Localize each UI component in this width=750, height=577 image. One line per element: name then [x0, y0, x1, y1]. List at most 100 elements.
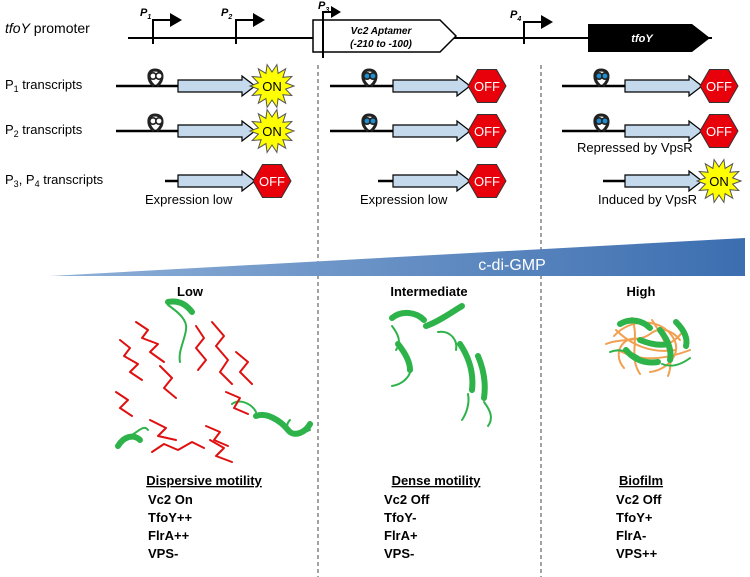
transcript-arrow	[624, 169, 703, 193]
aptamer-loop-icon	[147, 68, 164, 88]
flagellum	[391, 325, 400, 351]
vibrio-cell	[457, 341, 476, 393]
flagellum-fragment	[151, 441, 205, 453]
vibrio-cell	[165, 298, 195, 315]
on-burst-icon	[248, 108, 296, 154]
transcript-p2-intermediate: OFF	[330, 113, 507, 148]
transcript-arrow	[392, 74, 471, 98]
phenotype-line: Vc2 On	[148, 492, 193, 507]
off-sign-icon	[467, 164, 507, 198]
transcript-arrow	[624, 74, 703, 98]
vc2-aptamer-box: Vc2 Aptamer (-210 to -100)	[312, 19, 458, 53]
row-label-p2: P2 transcripts	[5, 122, 83, 139]
transcript-arrow	[392, 169, 471, 193]
on-burst-label: ON	[709, 174, 729, 189]
transcript-p2-low: ON	[116, 108, 296, 154]
aptamer-bound-loop-icon	[593, 68, 610, 88]
phenotype-line: FlrA++	[148, 528, 190, 543]
flagellum	[167, 304, 188, 363]
svg-text:tfoY: tfoY	[631, 33, 654, 45]
phenotype-line: FlrA+	[384, 528, 418, 543]
c-di-gmp-gradient-wedge	[50, 238, 745, 276]
svg-text:Vc2 Aptamer: Vc2 Aptamer	[351, 26, 413, 37]
vibrio-cell	[673, 319, 690, 349]
phenotype-line: Vc2 Off	[384, 492, 430, 507]
phenotype-line: TfoY-	[384, 510, 417, 525]
row-label-p1: P1 transcripts	[5, 77, 83, 94]
off-sign-icon	[467, 114, 507, 148]
aptamer-bound-loop-icon	[593, 113, 610, 133]
flagellum-fragment	[205, 425, 229, 447]
vibrio-cell	[617, 317, 653, 331]
off-sign-label: OFF	[474, 79, 500, 94]
transcript-p1-high: OFF	[562, 68, 739, 103]
flagellum	[609, 349, 641, 359]
phenotype-biofilm: Biofilm Vc2 Off TfoY+ FlrA- VPS++	[616, 473, 663, 561]
promoter-label: tfoY promoter	[5, 20, 90, 36]
off-sign-label: OFF	[474, 174, 500, 189]
svg-text:P3: P3	[318, 0, 329, 14]
svg-text:(-210 to -100): (-210 to -100)	[350, 39, 412, 50]
flagellum-fragment	[149, 419, 177, 441]
vibrio-cell	[395, 341, 413, 373]
transcript-arrow	[177, 74, 256, 98]
transcript-arrow	[392, 119, 471, 143]
flagellum-fragment	[115, 391, 133, 417]
phenotype-line: TfoY++	[148, 510, 192, 525]
transcript-p3p4-intermediate: OFF	[378, 164, 507, 198]
off-sign-icon	[467, 69, 507, 103]
bacteria-illustrations	[115, 298, 691, 463]
off-sign-icon	[252, 164, 292, 198]
phenotype-title: Dense motility	[392, 473, 482, 488]
phenotype-line: VPS-	[384, 546, 414, 561]
caption-repressed-by-vpsr: Repressed by VpsR	[577, 140, 693, 155]
vibrio-cell	[475, 353, 488, 401]
flagellum	[461, 393, 470, 421]
off-sign-icon	[699, 69, 739, 103]
vps-matrix-strand	[631, 317, 641, 375]
on-burst-label: ON	[262, 124, 282, 139]
flagellum-fragment	[135, 321, 165, 363]
phenotype-line: Vc2 Off	[616, 492, 662, 507]
tfoy-gene-arrow: tfoY	[588, 24, 710, 52]
level-high: High	[627, 284, 656, 299]
level-low: Low	[177, 284, 204, 299]
aptamer-bound-loop-icon	[361, 68, 378, 88]
aptamer-loop-icon	[147, 113, 164, 133]
off-sign-label: OFF	[706, 79, 732, 94]
c-di-gmp-label: c-di-GMP	[478, 257, 546, 274]
transcript-p2-high: OFF	[562, 113, 739, 148]
promoter-p4: P4	[510, 9, 553, 44]
flagellum	[661, 357, 691, 367]
phenotype-dense: Dense motility Vc2 Off TfoY- FlrA+ VPS-	[384, 473, 481, 561]
transcript-p1-low: ON	[116, 63, 296, 109]
flagellum	[483, 401, 492, 427]
aptamer-bound-loop-icon	[361, 113, 378, 133]
phenotype-title: Dispersive motility	[146, 473, 262, 488]
transcript-p3p4-low: OFF	[165, 164, 292, 198]
flagellum-fragment	[195, 325, 207, 371]
off-sign-label: OFF	[706, 124, 732, 139]
caption-induced-by-vpsr: Induced by VpsR	[598, 192, 697, 207]
svg-text:P2: P2	[221, 7, 232, 21]
on-burst-icon	[695, 158, 743, 204]
promoter-p1: P1	[140, 7, 182, 44]
transcript-p3p4-high: ON	[603, 158, 743, 204]
caption-expression-low-middle: Expression low	[360, 192, 448, 207]
flagellum-fragment	[225, 391, 249, 415]
promoter-p3: P3	[318, 0, 341, 58]
phenotype-title: Biofilm	[619, 473, 663, 488]
vibrio-cell	[389, 310, 427, 323]
off-sign-label: OFF	[259, 174, 285, 189]
vibrio-cell	[115, 433, 143, 449]
vps-matrix-strand	[617, 349, 691, 360]
level-intermediate: Intermediate	[390, 284, 467, 299]
phenotype-dispersive: Dispersive motility Vc2 On TfoY++ FlrA++…	[146, 473, 262, 561]
phenotype-line: VPS++	[616, 546, 658, 561]
transcript-arrow	[177, 169, 256, 193]
off-sign-label: OFF	[474, 124, 500, 139]
transcript-arrow	[624, 119, 703, 143]
transcripts-layer: ON ON OFF OFF OFF OFF OFF OFF ON	[116, 63, 743, 204]
transcript-arrow	[177, 119, 256, 143]
